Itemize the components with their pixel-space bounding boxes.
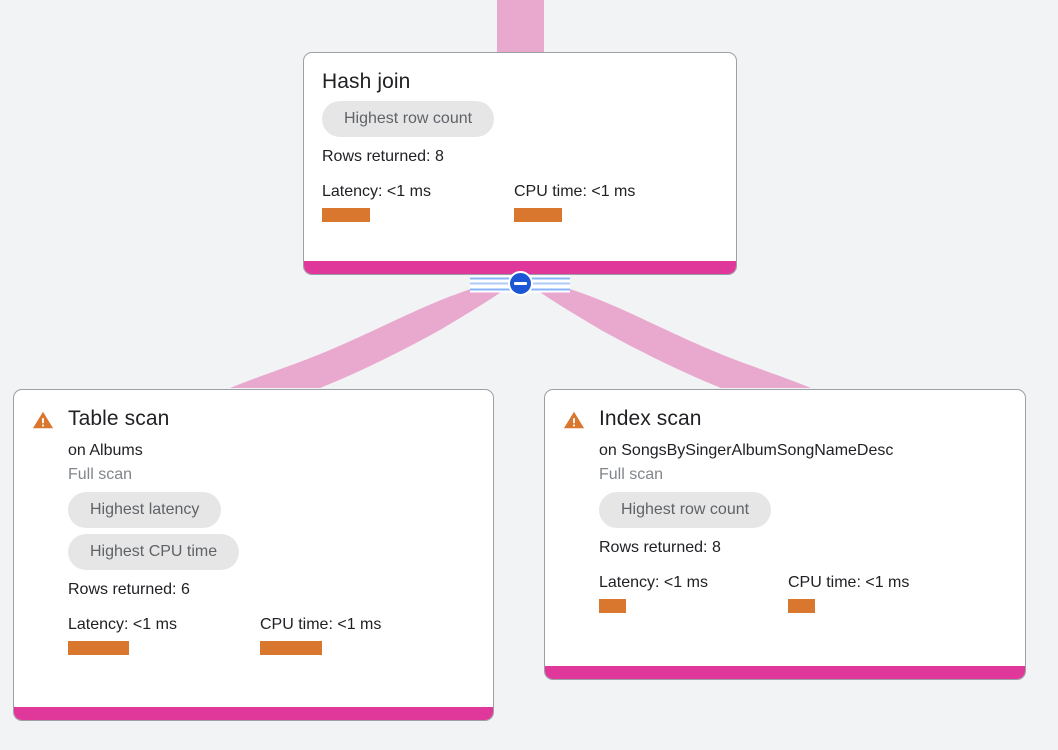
node-title: Table scan — [68, 407, 170, 430]
rows-returned-text: Rows returned: 8 — [322, 148, 444, 165]
node-footer-bar — [14, 707, 493, 720]
metric-cpu-time-label: CPU time: <1 ms — [514, 183, 636, 200]
node-metrics: Latency: <1 ms CPU time: <1 ms — [68, 615, 475, 655]
node-title: Hash join — [322, 70, 411, 93]
metric-cpu-time-bar — [260, 641, 322, 655]
metric-latency-label: Latency: <1 ms — [322, 183, 431, 200]
edge-ribbon-right — [529, 281, 811, 388]
node-subtitle: on Albums — [68, 442, 143, 459]
node-body: Table scan on Albums Full scan Highest l… — [14, 390, 493, 707]
metric-latency-bar — [599, 599, 626, 613]
metric-latency: Latency: <1 ms — [68, 615, 260, 655]
edge-ribbon-left — [230, 281, 512, 388]
rows-returned-text: Rows returned: 6 — [68, 581, 190, 598]
node-chips: Highest row count — [599, 492, 1007, 534]
metric-cpu-time-label: CPU time: <1 ms — [260, 616, 382, 633]
node-content: Highest row count Rows returned: 8 Laten… — [322, 101, 718, 222]
warning-triangle-icon — [32, 409, 54, 431]
chip-highest-row-count[interactable]: Highest row count — [599, 492, 772, 528]
node-metrics: Latency: <1 ms CPU time: <1 ms — [322, 182, 718, 222]
node-chips: Highest latency Highest CPU time — [68, 492, 475, 576]
metric-cpu-time-bar — [788, 599, 815, 613]
minus-glyph — [513, 282, 527, 285]
minus-icon[interactable] — [507, 271, 533, 296]
warning-triangle-icon — [563, 409, 585, 431]
node-header: Hash join — [322, 69, 718, 95]
metric-cpu-time-bar — [514, 208, 562, 222]
node-footer-bar — [304, 261, 736, 274]
edge-ribbon-incoming — [497, 0, 544, 52]
chip-highest-latency[interactable]: Highest latency — [68, 492, 222, 528]
node-footer-bar — [545, 666, 1025, 679]
node-chips: Highest row count — [322, 101, 718, 143]
metric-cpu-time: CPU time: <1 ms — [788, 573, 909, 613]
node-subtitle: on SongsBySingerAlbumSongNameDesc — [599, 442, 894, 459]
chip-highest-row-count[interactable]: Highest row count — [322, 101, 495, 137]
node-metrics: Latency: <1 ms CPU time: <1 ms — [599, 573, 1007, 613]
metric-latency-bar — [68, 641, 129, 655]
metric-latency: Latency: <1 ms — [322, 182, 514, 222]
chip-highest-cpu-time[interactable]: Highest CPU time — [68, 534, 240, 570]
metric-cpu-time-label: CPU time: <1 ms — [788, 574, 910, 591]
metric-latency: Latency: <1 ms — [599, 573, 788, 613]
node-header: Index scan — [563, 406, 1007, 432]
node-content: on Albums Full scan Highest latency High… — [32, 440, 475, 655]
metric-latency-bar — [322, 208, 370, 222]
node-scan-type: Full scan — [68, 466, 133, 483]
metric-latency-label: Latency: <1 ms — [68, 616, 177, 633]
node-title: Index scan — [599, 407, 702, 430]
metric-cpu-time: CPU time: <1 ms — [260, 615, 381, 655]
metric-latency-label: Latency: <1 ms — [599, 574, 708, 591]
node-content: on SongsBySingerAlbumSongNameDesc Full s… — [563, 440, 1007, 613]
node-table-scan[interactable]: Table scan on Albums Full scan Highest l… — [13, 389, 494, 721]
metric-cpu-time: CPU time: <1 ms — [514, 182, 635, 222]
node-hash-join[interactable]: Hash join Highest row count Rows returne… — [303, 52, 737, 275]
node-body: Hash join Highest row count Rows returne… — [304, 53, 736, 261]
node-index-scan[interactable]: Index scan on SongsBySingerAlbumSongName… — [544, 389, 1026, 680]
rows-returned-text: Rows returned: 8 — [599, 539, 721, 556]
node-scan-type: Full scan — [599, 466, 664, 483]
node-body: Index scan on SongsBySingerAlbumSongName… — [545, 390, 1025, 666]
collapse-toggle-button[interactable] — [470, 271, 570, 296]
node-header: Table scan — [32, 406, 475, 432]
